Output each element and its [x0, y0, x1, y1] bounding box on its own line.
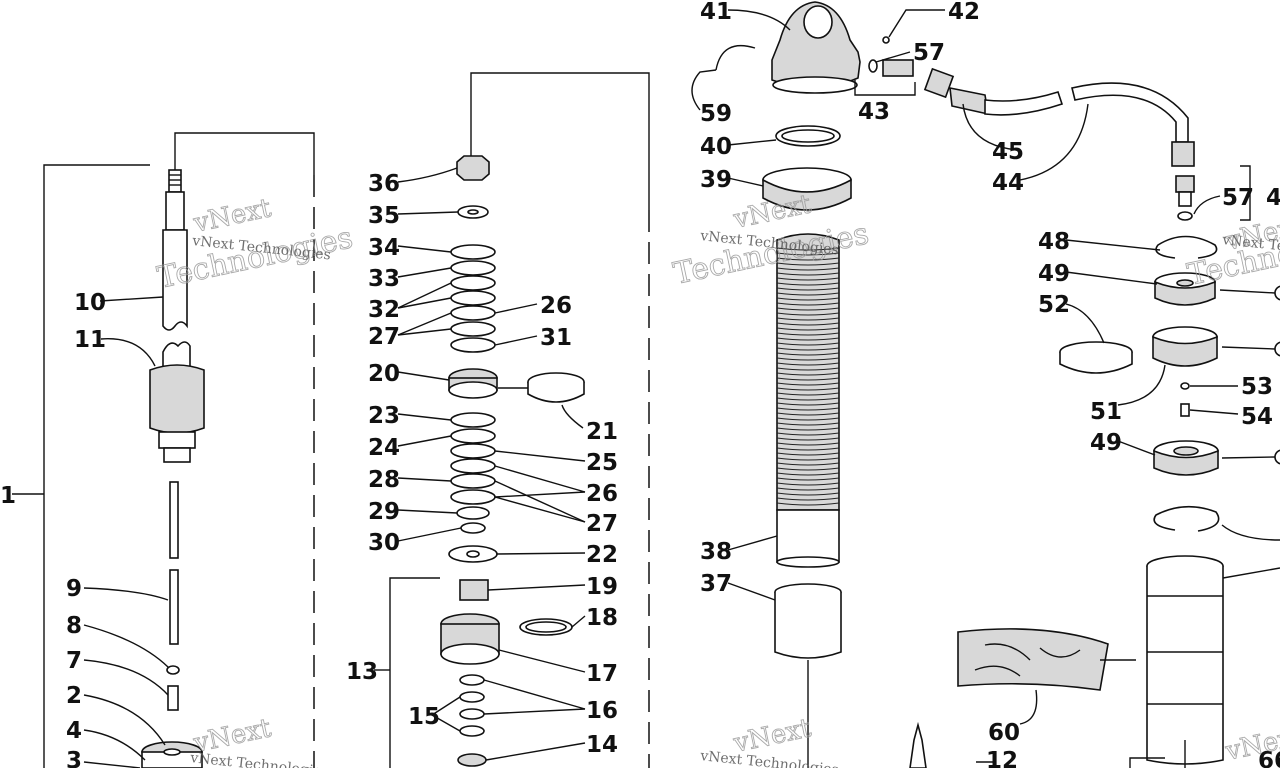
callout-48: 48 — [1038, 229, 1070, 255]
callout-10: 10 — [74, 290, 106, 316]
callout-52: 52 — [1038, 292, 1070, 318]
watermark-caption: vNext Technologies — [189, 750, 330, 768]
callout-31: 31 — [540, 325, 572, 351]
callout-39: 39 — [700, 167, 732, 193]
callout-16: 16 — [586, 698, 618, 724]
callout-38: 38 — [700, 539, 732, 565]
callout-45: 45 — [992, 139, 1024, 165]
callout-11: 11 — [74, 327, 106, 353]
callout-26b: 26 — [586, 481, 618, 507]
callout-22: 22 — [586, 542, 618, 568]
callout-54: 54 — [1241, 404, 1273, 430]
callout-24: 24 — [368, 435, 400, 461]
body-threads — [776, 247, 840, 506]
callout-36: 36 — [368, 171, 400, 197]
valve-stack: 36 35 34 33 32 27 26 31 20 21 23 24 25 2… — [346, 72, 650, 768]
callout-28: 28 — [368, 467, 400, 493]
callout-2: 2 — [66, 683, 82, 709]
callout-66: 66 — [1258, 748, 1280, 768]
callout-44: 44 — [992, 170, 1024, 196]
watermark-brand: vNext — [730, 189, 814, 235]
callout-37: 37 — [700, 571, 732, 597]
callout-13: 13 — [346, 659, 378, 685]
shaft-assembly: 1 10 11 9 8 7 2 4 3 — [0, 132, 315, 768]
callout-4: 4 — [66, 718, 82, 744]
callout-57b: 57 — [1222, 185, 1254, 211]
callout-14: 14 — [586, 732, 618, 758]
callout-23: 23 — [368, 403, 400, 429]
callout-30: 30 — [368, 530, 400, 556]
callout-34: 34 — [368, 235, 400, 261]
callout-15: 15 — [408, 704, 440, 730]
callout-35: 35 — [368, 203, 400, 229]
callout-21: 21 — [586, 419, 618, 445]
callout-12: 12 — [986, 748, 1018, 768]
callout-49b: 49 — [1090, 430, 1122, 456]
callout-60: 60 — [988, 720, 1020, 746]
callout-49a: 49 — [1038, 261, 1070, 287]
callout-18: 18 — [586, 605, 618, 631]
callout-40: 40 — [700, 134, 732, 160]
callout-57a: 57 — [913, 40, 945, 66]
callout-17: 17 — [586, 661, 618, 687]
callout-32: 32 — [368, 297, 400, 323]
shock-body: 41 42 57 43 59 40 39 45 44 38 37 — [691, 0, 1195, 768]
callout-53: 53 — [1241, 374, 1273, 400]
callout-25: 25 — [586, 450, 618, 476]
callout-1: 1 — [0, 483, 16, 509]
callout-51: 51 — [1090, 399, 1122, 425]
callout-19: 19 — [586, 574, 618, 600]
callout-20: 20 — [368, 361, 400, 387]
callout-41: 41 — [700, 0, 732, 25]
callout-9: 9 — [66, 576, 82, 602]
callout-3: 3 — [66, 748, 82, 768]
callout-33: 33 — [368, 266, 400, 292]
watermark-brand: vNext — [190, 193, 274, 239]
callout-7: 7 — [66, 648, 82, 674]
callout-8: 8 — [66, 613, 82, 639]
callout-59: 59 — [700, 101, 732, 127]
callout-42: 42 — [948, 0, 980, 25]
reservoir-assembly: 57 4 48 49 52 53 51 54 49 60 12 66 — [909, 165, 1280, 768]
callout-29: 29 — [368, 499, 400, 525]
callout-27b: 27 — [586, 511, 618, 537]
callout-27a: 27 — [368, 324, 400, 350]
watermark: vNext Technologies vNext Technologies vN… — [154, 189, 1280, 768]
callout-43: 43 — [858, 99, 890, 125]
callout-26a: 26 — [540, 293, 572, 319]
callout-4-right: 4 — [1266, 185, 1280, 211]
